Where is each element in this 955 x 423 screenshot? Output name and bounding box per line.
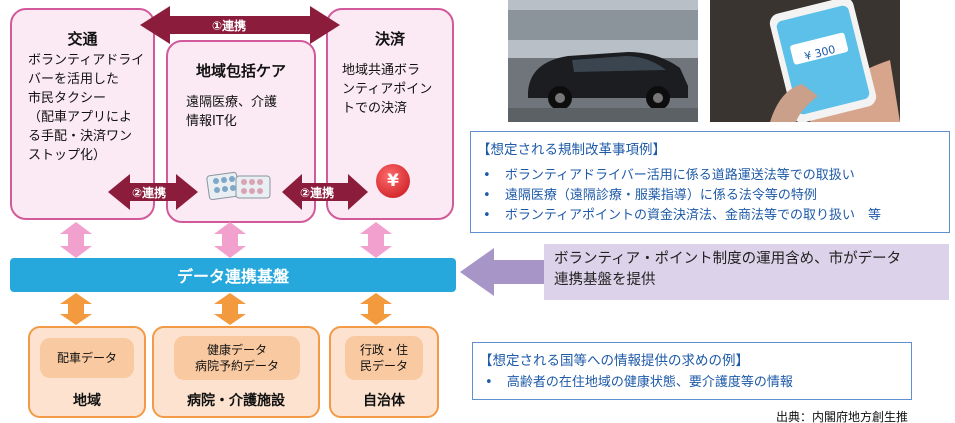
source-caption: 出典：内閣府地方創生推 (776, 410, 909, 423)
link2-left-arrow (108, 174, 198, 210)
orange-arrow-hospital (214, 293, 246, 325)
transport-box: 交通 ボランティアドライ バーを活用した 市民タクシー （配車アプリによ る手配… (10, 8, 155, 220)
pink-arrow-transport (60, 222, 92, 258)
regulation-panel-title: 【想定される規制改革事項例】 (477, 142, 666, 158)
regulation-list: • ボランティアドライバー活用に係る道路運送法等での取扱い • 遠隔医療（遠隔診… (483, 166, 881, 226)
care-description: 遠隔医療、介護 情報IT化 (186, 95, 278, 129)
municipality-data-label: 行政・住 民データ (345, 336, 423, 380)
hospital-data-label: 健康データ 病院予約データ (174, 336, 300, 380)
municipality-label: 自治体 (363, 393, 405, 409)
taxi-photo (508, 0, 698, 122)
region-data-label: 配車データ (40, 338, 134, 378)
payment-description: 地域共通ボラ ンティアポイン トでの決済 (342, 63, 433, 116)
list-item: • 遠隔医療（遠隔診療・服薬指導）に係る法令等の特例 (483, 188, 817, 203)
transport-description: ボランティアドライ バーを活用した 市民タクシー （配車アプリによ る手配・決済… (28, 53, 145, 163)
region-box: 配車データ 地域 (28, 326, 146, 418)
municipality-box: 行政・住 民データ 自治体 (329, 326, 439, 418)
smartphone-photo: ¥ 300 (710, 0, 900, 122)
hospital-label: 病院・介護施設 (187, 393, 285, 409)
yen-icon: ¥ (376, 164, 410, 198)
link1-label: ①連携 (212, 19, 247, 33)
city-platform-note: ボランティア・ポイント制度の運用含め、市がデータ 連携基盤を提供 (544, 244, 949, 300)
list-item: • ボランティアドライバー活用に係る道路運送法等での取扱い (483, 168, 855, 183)
info-panel-title: 【想定される国等への情報提供の求めの例】 (479, 353, 749, 369)
medicine-icon (206, 170, 274, 202)
region-label: 地域 (73, 393, 101, 409)
pink-arrow-care (214, 222, 246, 258)
payment-title: 決済 (374, 30, 405, 48)
pink-arrow-payment (360, 222, 392, 258)
regulation-panel: 【想定される規制改革事項例】 • ボランティアドライバー活用に係る道路運送法等で… (470, 131, 950, 233)
city-provides-arrow (460, 248, 546, 296)
list-item: • 高齢者の在住地域の健康状態、要介護度等の情報 (485, 375, 793, 390)
transport-title: 交通 (67, 30, 98, 48)
link2-right-label: ②連携 (300, 186, 335, 200)
hospital-box: 健康データ 病院予約データ 病院・介護施設 (152, 326, 320, 418)
orange-arrow-region (60, 293, 92, 325)
link2-right-arrow (282, 174, 368, 210)
data-platform-bar: データ連携基盤 (10, 258, 456, 292)
info-request-panel: 【想定される国等への情報提供の求めの例】 • 高齢者の在住地域の健康状態、要介護… (472, 342, 912, 400)
list-item: • ボランティアポイントの資金決済法、金商法等での取り扱い 等 (483, 208, 882, 223)
care-title: 地域包括ケア (195, 62, 286, 80)
orange-arrow-municipality (360, 293, 392, 325)
link2-left-label: ②連携 (132, 186, 167, 200)
link1-arrow (140, 6, 340, 44)
